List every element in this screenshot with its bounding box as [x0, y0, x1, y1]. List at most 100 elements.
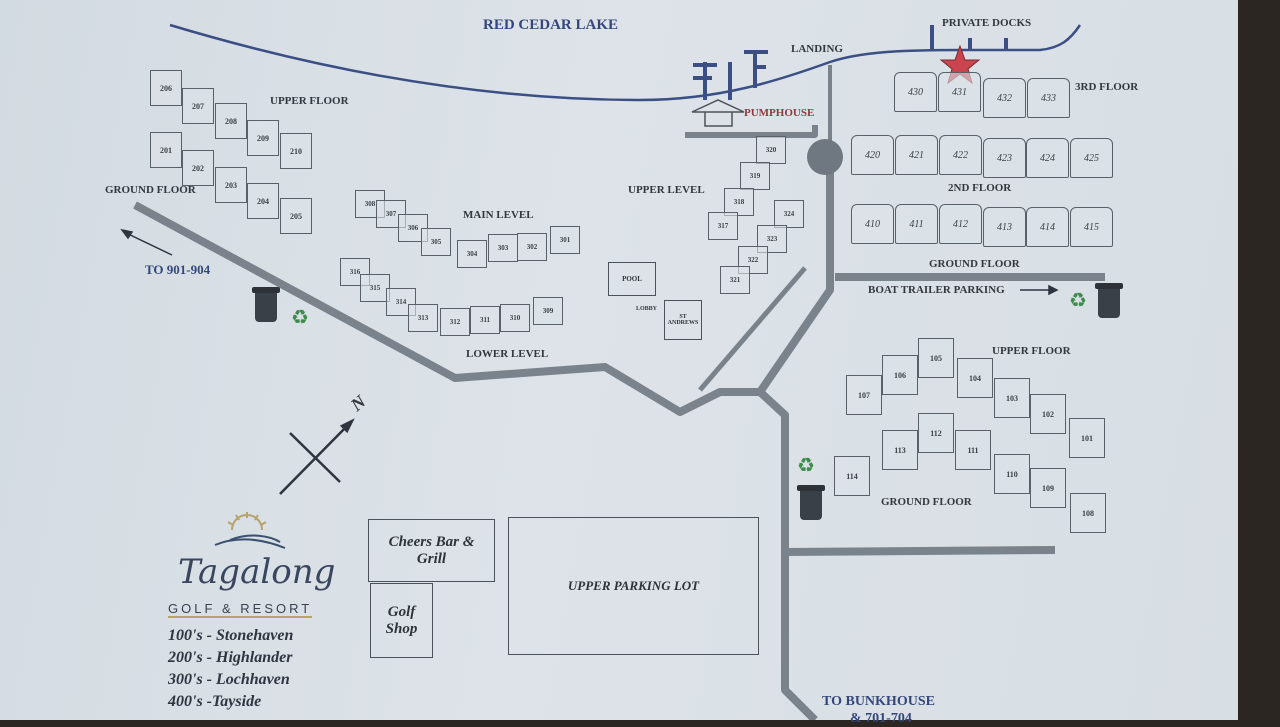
unit: 425: [1070, 138, 1113, 178]
unit: 415: [1070, 207, 1113, 247]
stonehaven-ground-floor: GROUND FLOOR: [881, 496, 972, 508]
unit: 312: [440, 308, 470, 336]
unit: 111: [955, 430, 991, 470]
unit: 311: [470, 306, 500, 334]
to-bunkhouse-701-704: & 701-704: [850, 711, 912, 726]
unit: 313: [408, 304, 438, 332]
unit: 114: [834, 456, 870, 496]
dock-icons: [693, 25, 1008, 100]
legend-item: 300's - Lochhaven: [168, 671, 290, 688]
unit: 324: [774, 200, 804, 228]
trash-bin-icon: [252, 287, 280, 322]
unit: 421: [895, 135, 938, 175]
lochhaven-lower-level: LOWER LEVEL: [466, 348, 549, 360]
legend-item: 200's - Highlander: [168, 649, 293, 666]
map-lines: [120, 23, 1105, 720]
recycle-icon: ♻: [1069, 290, 1087, 312]
unit: 210: [280, 133, 312, 169]
unit: 105: [918, 338, 954, 378]
compass-icon: [279, 418, 355, 495]
private-docks-label: PRIVATE DOCKS: [942, 17, 1032, 29]
golf-shop-label: Golf Shop: [385, 603, 418, 637]
trash-bin-icon: [797, 485, 825, 520]
cheers-label: Cheers Bar & Grill: [388, 533, 475, 567]
tayside-2nd-floor: 2ND FLOOR: [948, 182, 1012, 194]
lake-title: RED CEDAR LAKE: [483, 17, 619, 33]
legend-item: 100's - Stonehaven: [168, 627, 294, 644]
unit: 106: [882, 355, 918, 395]
unit: 423: [983, 138, 1026, 178]
unit: 110: [994, 454, 1030, 494]
unit: 102: [1030, 394, 1066, 434]
lochhaven-upper-level: UPPER LEVEL: [628, 184, 705, 196]
pool: POOL: [608, 262, 656, 296]
unit: 431: [938, 72, 981, 112]
unit: 432: [983, 78, 1026, 118]
unit: 203: [215, 167, 247, 203]
unit: 309: [533, 297, 563, 325]
recycle-icon: ♻: [291, 307, 309, 329]
unit: 104: [957, 358, 993, 398]
pumphouse-label: PUMPHOUSE: [744, 107, 815, 119]
unit: 304: [457, 240, 487, 268]
unit: 413: [983, 207, 1026, 247]
unit: 318: [724, 188, 754, 216]
unit: 316: [340, 258, 370, 286]
st-andrews-label: ST ANDREWS: [667, 314, 699, 326]
unit: 107: [846, 375, 882, 415]
trash-bin-icon: [1095, 283, 1123, 318]
unit: 113: [882, 430, 918, 470]
landing-label: LANDING: [791, 43, 843, 55]
logo-sun-icon: [214, 512, 286, 549]
unit: 301: [550, 226, 580, 254]
logo-name: Tagalong: [178, 552, 336, 592]
unit: 317: [708, 212, 738, 240]
logo-subtitle: GOLF & RESORT: [168, 601, 313, 618]
cheers-bar-grill: Cheers Bar & Grill: [368, 519, 495, 582]
unit: 319: [740, 162, 770, 190]
arrow-boat-parking-icon: [1020, 284, 1059, 296]
unit: 414: [1026, 207, 1069, 247]
unit: 209: [247, 120, 279, 156]
unit: 412: [939, 204, 982, 244]
unit: 410: [851, 204, 894, 244]
unit: 207: [182, 88, 214, 124]
tayside-3rd-floor: 3RD FLOOR: [1075, 81, 1139, 93]
unit: 303: [488, 234, 518, 262]
unit: 208: [215, 103, 247, 139]
unit: 103: [994, 378, 1030, 418]
to-901-904: TO 901-904: [145, 262, 211, 277]
unit: 321: [720, 266, 750, 294]
unit: 101: [1069, 418, 1105, 458]
unit: 201: [150, 132, 182, 168]
unit: 320: [756, 136, 786, 164]
to-bunkhouse: TO BUNKHOUSE: [822, 694, 935, 709]
stonehaven-upper-floor: UPPER FLOOR: [992, 345, 1071, 357]
golf-shop: Golf Shop: [370, 583, 433, 658]
unit: 433: [1027, 78, 1070, 118]
pool-label: POOL: [622, 275, 642, 283]
highlander-upper-floor: UPPER FLOOR: [270, 95, 349, 107]
unit: 411: [895, 204, 938, 244]
unit: 108: [1070, 493, 1106, 533]
highlander-ground-floor: GROUND FLOOR: [105, 184, 196, 196]
unit: 420: [851, 135, 894, 175]
unit: 204: [247, 183, 279, 219]
tayside-ground-floor: GROUND FLOOR: [929, 258, 1020, 270]
unit: 112: [918, 413, 954, 453]
roundabout: [807, 139, 843, 175]
lobby-label: LOBBY: [636, 306, 658, 312]
upper-parking-label: UPPER PARKING LOT: [567, 578, 700, 593]
unit: 205: [280, 198, 312, 234]
pumphouse-icon: [691, 99, 745, 127]
unit: 202: [182, 150, 214, 186]
recycle-icon: ♻: [797, 455, 815, 477]
unit: 422: [939, 135, 982, 175]
unit: 305: [421, 228, 451, 256]
unit: 109: [1030, 468, 1066, 508]
unit: 430: [894, 72, 937, 112]
unit: 424: [1026, 138, 1069, 178]
roads: [133, 125, 1105, 720]
legend: 100's - Stonehaven 200's - Highlander 30…: [168, 625, 293, 713]
boat-trailer-parking: BOAT TRAILER PARKING: [868, 284, 1005, 296]
